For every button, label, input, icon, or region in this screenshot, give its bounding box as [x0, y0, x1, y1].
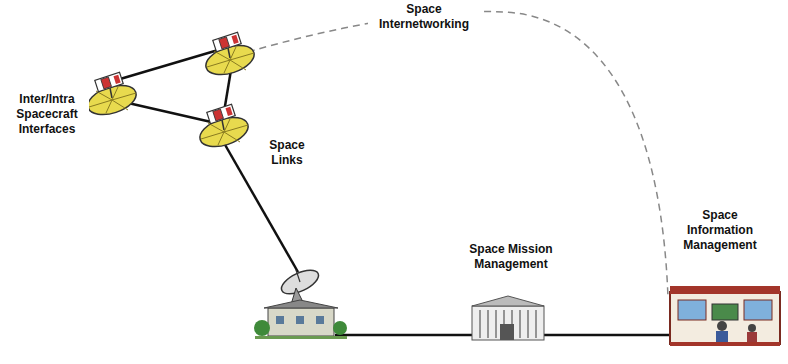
internetworking-curve: [248, 11, 668, 298]
site-label: Space Information Management: [674, 208, 766, 253]
satellite: [202, 32, 258, 80]
site-label: Space Mission Management: [461, 242, 561, 272]
information-building: [670, 286, 780, 346]
satellite: [84, 72, 140, 120]
link-label: Space Links: [262, 138, 312, 168]
ground-station: [254, 265, 347, 339]
satellite: [196, 104, 252, 152]
network-label: Space Internetworking: [368, 2, 480, 32]
spacecraft-label: Inter/Intra Spacecraft Interfaces: [5, 92, 89, 137]
mission-building: [472, 296, 544, 340]
